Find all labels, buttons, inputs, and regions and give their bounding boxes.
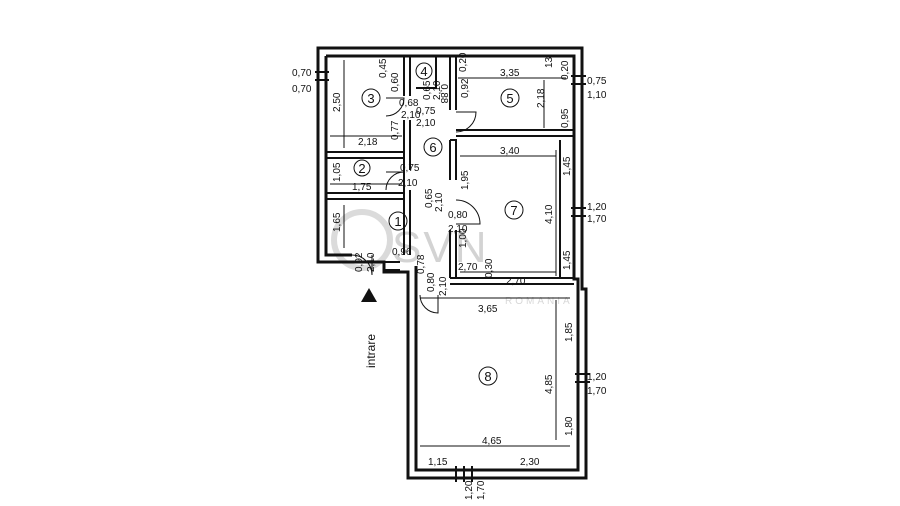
svg-text:0,65: 0,65 [424,188,435,208]
svg-text:2: 2 [358,161,365,176]
svg-text:3,35: 3,35 [500,68,520,79]
svg-text:0,80: 0,80 [426,272,437,292]
svg-text:1,70: 1,70 [587,386,607,397]
svg-text:1,05: 1,05 [332,162,343,182]
svg-text:1,20: 1,20 [464,480,475,500]
svg-text:0,65: 0,65 [422,80,433,100]
svg-text:0,96: 0,96 [392,247,412,258]
svg-text:1,85: 1,85 [564,322,575,342]
svg-text:1: 1 [394,214,401,229]
svg-text:0,20: 0,20 [458,52,469,72]
room-7: 7 [504,200,524,220]
entrance-marker: intrare [361,288,378,368]
svg-text:2,10: 2,10 [438,276,449,296]
svg-text:1,00: 1,00 [458,228,469,248]
svg-text:2,18: 2,18 [536,88,547,108]
svg-text:1,20: 1,20 [587,202,607,213]
dimension-lines [330,60,570,447]
watermark-brand: SVN [392,223,488,272]
svg-text:2,18: 2,18 [358,137,378,148]
svg-text:4,85: 4,85 [544,374,555,394]
svg-text:0,80: 0,80 [448,210,468,221]
svg-text:0,70: 0,70 [292,68,312,79]
svg-text:0,70: 0,70 [292,84,312,95]
svg-text:1,15: 1,15 [428,457,448,468]
svg-text:1,75: 1,75 [352,182,372,193]
svg-text:1,45: 1,45 [562,250,573,270]
svg-text:2,10: 2,10 [401,110,421,121]
svg-text:2,30: 2,30 [520,457,540,468]
svg-text:0,78: 0,78 [416,254,427,274]
svg-text:3,40: 3,40 [500,146,520,157]
svg-text:0,92: 0,92 [354,252,365,272]
watermark: SVN ROMANIA [331,209,573,307]
svg-text:0,75: 0,75 [587,76,607,87]
svg-text:1,70: 1,70 [476,480,487,500]
svg-text:5: 5 [506,91,513,106]
svg-text:1,10: 1,10 [587,90,607,101]
svg-text:0,60: 0,60 [390,72,401,92]
svg-text:4,10: 4,10 [544,204,555,224]
windows [315,71,590,482]
svg-text:2,10: 2,10 [448,224,468,235]
interior-walls [326,55,574,285]
room-4: 4 [415,62,433,80]
svg-text:6: 6 [429,140,436,155]
svg-text:2,10: 2,10 [398,178,418,189]
svg-text:0,88: 0,88 [438,84,449,104]
room-3: 3 [361,88,381,108]
svg-text:1,65: 1,65 [332,212,343,232]
svg-text:1,95: 1,95 [460,170,471,190]
entrance-label: intrare [364,334,378,368]
svg-text:0,77: 0,77 [390,120,401,140]
svg-text:3: 3 [367,91,374,106]
svg-text:4,65: 4,65 [482,436,502,447]
dimension-labels: 0,70 0,70 2,50 2,18 0,45 0,60 0,68 2,10 … [292,52,607,500]
svg-text:1,70: 1,70 [587,214,607,225]
svg-text:0,92: 0,92 [460,78,471,98]
watermark-sub: ROMANIA [505,296,573,307]
svg-text:1,80: 1,80 [564,416,575,436]
svg-text:0,95: 0,95 [560,108,571,128]
room-5: 5 [500,88,520,108]
svg-text:1,45: 1,45 [562,156,573,176]
svg-text:1,20: 1,20 [587,372,607,383]
svg-text:2,10: 2,10 [432,80,443,100]
svg-text:3,65: 3,65 [478,304,498,315]
room-1: 1 [388,211,408,231]
svg-text:2,10: 2,10 [416,118,436,129]
svg-text:2,10: 2,10 [366,252,377,272]
svg-text:0,75: 0,75 [416,106,436,117]
svg-text:2,70: 2,70 [506,276,526,287]
svg-text:0,68: 0,68 [399,98,419,109]
svg-text:0,20: 0,20 [560,60,571,80]
svg-text:0,75: 0,75 [400,163,420,174]
room-8: 8 [478,366,498,386]
svg-text:2,10: 2,10 [434,192,445,212]
svg-text:2,50: 2,50 [332,92,343,112]
svg-text:2,70: 2,70 [458,262,478,273]
svg-text:4: 4 [420,64,427,79]
room-labels: 3 4 5 6 2 7 1 8 [353,62,524,386]
room-6: 6 [423,137,443,157]
svg-text:0,45: 0,45 [378,58,389,78]
svg-text:8: 8 [484,369,491,384]
svg-text:13: 13 [544,56,555,68]
room-2: 2 [353,159,371,177]
svg-text:0,30: 0,30 [484,258,495,278]
svg-text:7: 7 [510,203,517,218]
